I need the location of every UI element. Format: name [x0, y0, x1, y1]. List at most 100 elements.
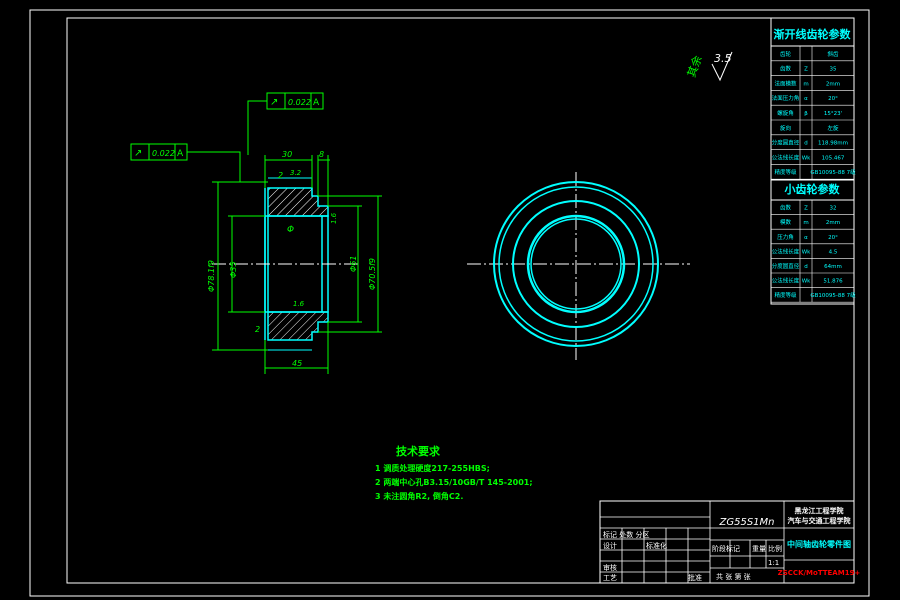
section-view: 30 8 45 Φ78.1f9 Φ35 Φ70.5f9 Φ61 2 2 3.2 … — [207, 150, 382, 374]
title-block: ZG55S1Mn 黑龙江工程学院 汽车与交通工程学院 中间轴齿轮零件图 标记 处… — [599, 500, 861, 584]
gdt-lower-tolerance: 0.022 — [152, 149, 175, 158]
part-name: 中间轴齿轮零件图 — [787, 539, 851, 549]
hatch-bottom — [267, 311, 329, 341]
table-cell-value: 4.5 — [829, 249, 838, 255]
gdt-upper-symbol: ↗ — [270, 97, 278, 108]
designer-label: 设计 — [603, 541, 617, 550]
table-cell-value: 左旋 — [827, 124, 839, 132]
dim-bottom-width: 45 — [292, 359, 302, 368]
tech-requirements: 技术要求 1 调质处理硬度217-255HBS; 2 两端中心孔B3.15/10… — [375, 444, 533, 501]
roughness-note: 其余 3.5 — [684, 51, 733, 82]
table-cell-symbol: Wk — [802, 249, 811, 255]
approve-label: 批准 — [688, 573, 702, 582]
table-cell-name: 法面模数 — [774, 79, 797, 87]
school-line-1: 黑龙江工程学院 — [795, 506, 844, 515]
gdt-lower-datum: A — [177, 149, 184, 159]
dim-right-outer: Φ70.5f9 — [368, 258, 377, 290]
tech-req-item-3: 3 未注圆角R2, 倒角C2. — [375, 491, 463, 501]
table-cell-name: 精度等级 — [774, 291, 797, 299]
table-cell-name: 旋向 — [780, 124, 791, 132]
tech-req-title: 技术要求 — [396, 444, 441, 458]
gear-outer-circle — [493, 181, 659, 347]
roughness-value: 3.5 — [714, 52, 732, 65]
table-cell-value: 35 — [830, 67, 837, 73]
gdt-upper: ↗ 0.022 A — [247, 92, 324, 155]
table-cell-name: 压力角 — [777, 233, 794, 241]
tech-req-item-2: 2 两端中心孔B3.15/10GB/T 145-2001; — [375, 477, 533, 487]
standardized-label: 标准化 — [646, 541, 667, 550]
sheets-label: 共 张 第 张 — [716, 572, 751, 581]
gdt-upper-tolerance: 0.022 — [288, 98, 311, 107]
table-cell-name: 公法线长度 — [772, 247, 800, 255]
scale-label: 比例 — [768, 544, 782, 553]
table-cell-value: 2mm — [826, 220, 840, 226]
table-cell-value: 20° — [828, 96, 838, 102]
table-cell-name: 公法线长度 — [772, 277, 800, 285]
dim-left-inner: Φ35 — [229, 262, 238, 278]
watermark: ZSCCK/MoTTEAM19+ — [778, 569, 861, 577]
table-cell-name: 公法线长度 — [772, 153, 800, 161]
dim-center-mark: Φ — [287, 225, 294, 235]
table-cell-symbol: d — [804, 264, 808, 270]
stage-label: 阶段标记 — [712, 544, 740, 553]
table-cell-name: 精度等级 — [774, 168, 797, 176]
table-cell-symbol: m — [803, 81, 808, 87]
tech-req-item-1: 1 调质处理硬度217-255HBS; — [375, 463, 490, 473]
table-cell-value: 64mm — [824, 264, 842, 270]
table-cell-name: 模数 — [780, 218, 792, 226]
table-cell-symbol: Wk — [802, 279, 811, 285]
dim-left-outer: Φ78.1f9 — [207, 260, 216, 292]
bore-inner-circle — [530, 218, 622, 310]
table-cell-name: 分度圆直径 — [772, 262, 800, 270]
table-cell-value: 15°23' — [824, 111, 842, 117]
table-cell-symbol: Z — [804, 206, 808, 212]
table-cell-value: 斜齿 — [827, 50, 839, 58]
dim-top-small: 8 — [319, 150, 324, 159]
table-cell-value: 32 — [830, 206, 837, 212]
table-cell-name: 齿数 — [780, 65, 792, 73]
dim-chamfer-top: 2 — [278, 171, 283, 180]
table-cell-name: 法面压力角 — [772, 94, 800, 102]
gdt-upper-datum: A — [313, 98, 320, 108]
table-cell-value: 2mm — [826, 81, 840, 87]
drawing-number: ZG55S1Mn — [719, 517, 775, 528]
front-view — [467, 172, 690, 360]
table-cell-value: 20° — [828, 235, 838, 241]
weight-label: 重量 — [752, 545, 766, 553]
hatch-top — [267, 187, 329, 217]
process-label: 工艺 — [603, 574, 617, 582]
gear-params-title: 渐开线齿轮参数 — [774, 27, 852, 41]
scale-value: 1:1 — [768, 559, 779, 567]
review-label: 审核 — [603, 563, 617, 572]
table-cell-symbol: d — [804, 141, 808, 147]
school-line-2: 汽车与交通工程学院 — [788, 516, 851, 525]
table-cell-name: 分度圆直径 — [772, 139, 800, 147]
roughness-prefix: 其余 — [684, 54, 705, 79]
gear-root-circle — [498, 186, 654, 342]
small-gear-params-title: 小齿轮参数 — [784, 182, 841, 196]
table-cell-symbol: Z — [804, 67, 808, 73]
gdt-lower-symbol: ↗ — [134, 148, 142, 159]
table-cell-symbol: α — [804, 235, 808, 241]
gdt-lower: ↗ 0.022 A — [130, 143, 241, 182]
dim-roughness-right: 1.6 — [330, 212, 338, 224]
bore-circle — [526, 214, 626, 314]
table-cell-name: 齿数 — [780, 204, 792, 212]
table-cell-value: GB10095-88 7级 — [810, 291, 856, 299]
table-cell-value: 105.467 — [822, 155, 845, 161]
table-cell-symbol: α — [804, 96, 808, 102]
table-cell-name: 螺旋角 — [777, 109, 794, 117]
table-cell-symbol: β — [804, 111, 808, 117]
dim-right-middle: Φ61 — [349, 256, 358, 272]
table-cell-value: 118.98mm — [818, 141, 848, 147]
dim-chamfer-bottom: 2 — [255, 325, 260, 334]
table-cell-symbol: Wk — [802, 155, 811, 161]
table-cell-name: 齿轮 — [780, 50, 792, 58]
dim-top-width: 30 — [282, 150, 292, 159]
revision-label: 标记 处数 分区 — [603, 530, 649, 539]
table-cell-symbol: m — [803, 220, 808, 226]
hub-circle — [512, 200, 640, 328]
